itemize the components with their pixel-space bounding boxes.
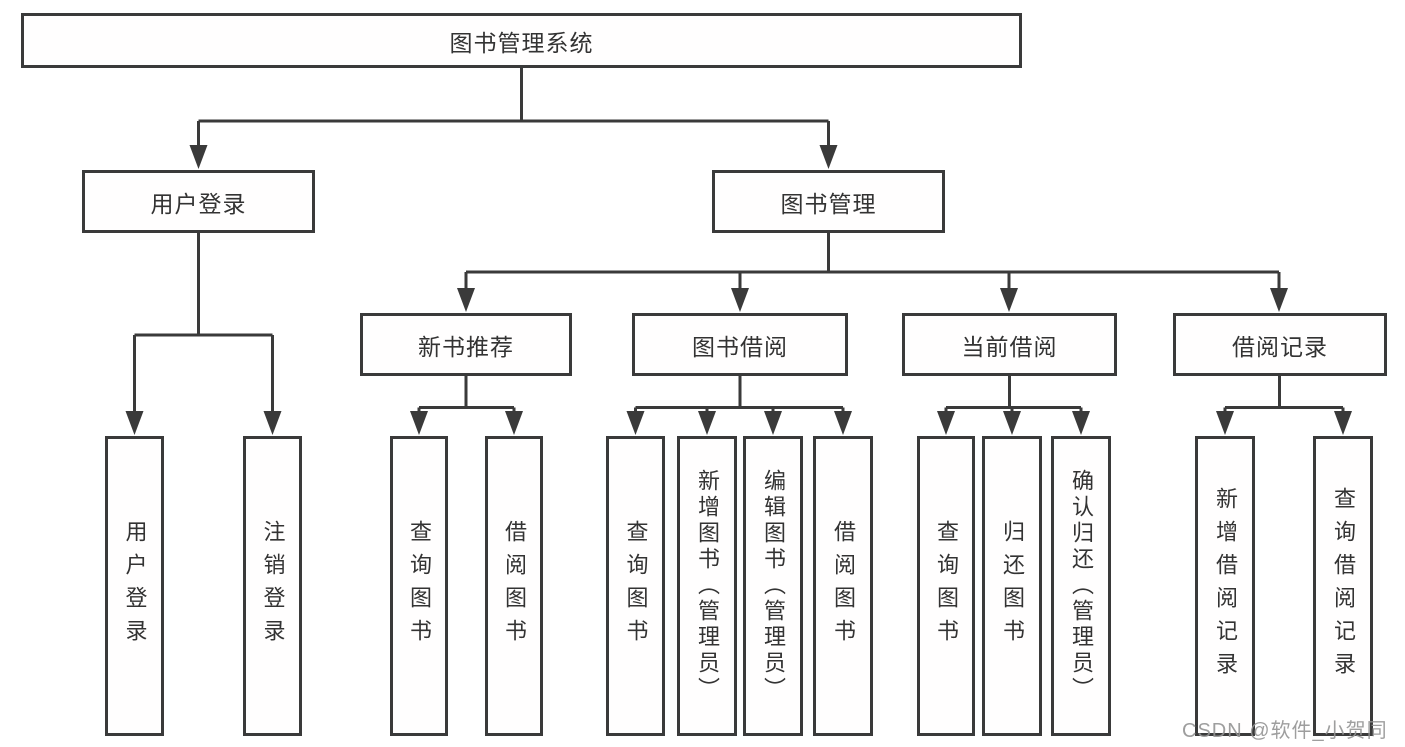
arrowhead — [189, 145, 208, 169]
arrowhead — [937, 411, 955, 435]
leaf-logout: 注销登录 — [243, 436, 302, 736]
connector-book-borrow-split — [634, 376, 845, 413]
arrowhead — [1072, 411, 1090, 435]
leaf-user-login: 用户登录 — [105, 436, 164, 736]
arrowhead — [764, 411, 782, 435]
arrowhead — [731, 288, 749, 312]
arrowhead — [626, 411, 645, 435]
connector-current-borrow-split — [944, 376, 1083, 413]
arrowhead — [505, 411, 523, 435]
leaf-query-books-current: 查询图书 — [917, 436, 975, 736]
arrowhead — [1003, 411, 1021, 435]
node-new-book-recommend: 新书推荐 — [360, 313, 572, 376]
node-current-borrowing: 当前借阅 — [902, 313, 1117, 376]
connector-book-mgmt-split — [464, 233, 1281, 290]
leaf-add-borrow-record: 新增借阅记录 — [1195, 436, 1255, 736]
leaf-borrow-books-recommend: 借阅图书 — [485, 436, 543, 736]
arrowhead — [819, 145, 838, 169]
arrowhead — [263, 411, 282, 435]
arrowhead — [1334, 411, 1352, 435]
leaf-query-books-recommend: 查询图书 — [390, 436, 448, 736]
arrowhead — [698, 411, 716, 435]
leaf-add-books-admin: 新增图书（管理员） — [677, 436, 737, 736]
arrowhead — [1216, 411, 1234, 435]
arrowhead — [410, 411, 428, 435]
connector-new-book-split — [417, 376, 516, 413]
node-root-system: 图书管理系统 — [21, 13, 1022, 68]
connector-borrow-record-split — [1223, 376, 1345, 413]
node-book-management-group: 图书管理 — [712, 170, 945, 233]
arrowhead — [834, 411, 852, 435]
leaf-borrow-books: 借阅图书 — [813, 436, 873, 736]
arrowhead — [125, 411, 144, 435]
leaf-return-books: 归还图书 — [982, 436, 1042, 736]
node-user-login-group: 用户登录 — [82, 170, 315, 233]
csdn-watermark: CSDN @软件_小贺同学 — [1182, 720, 1388, 742]
arrowhead — [1270, 288, 1288, 312]
node-borrow-records: 借阅记录 — [1173, 313, 1387, 376]
connector-user-login-split — [133, 233, 274, 413]
node-book-borrowing: 图书借阅 — [632, 313, 848, 376]
connector-root-split — [197, 68, 830, 148]
leaf-query-books-borrowing: 查询图书 — [606, 436, 665, 736]
leaf-confirm-return-admin: 确认归还（管理员） — [1051, 436, 1111, 736]
arrowhead — [1000, 288, 1018, 312]
leaf-query-borrow-record: 查询借阅记录 — [1313, 436, 1373, 736]
leaf-edit-books-admin: 编辑图书（管理员） — [743, 436, 803, 736]
arrowhead — [457, 288, 475, 312]
